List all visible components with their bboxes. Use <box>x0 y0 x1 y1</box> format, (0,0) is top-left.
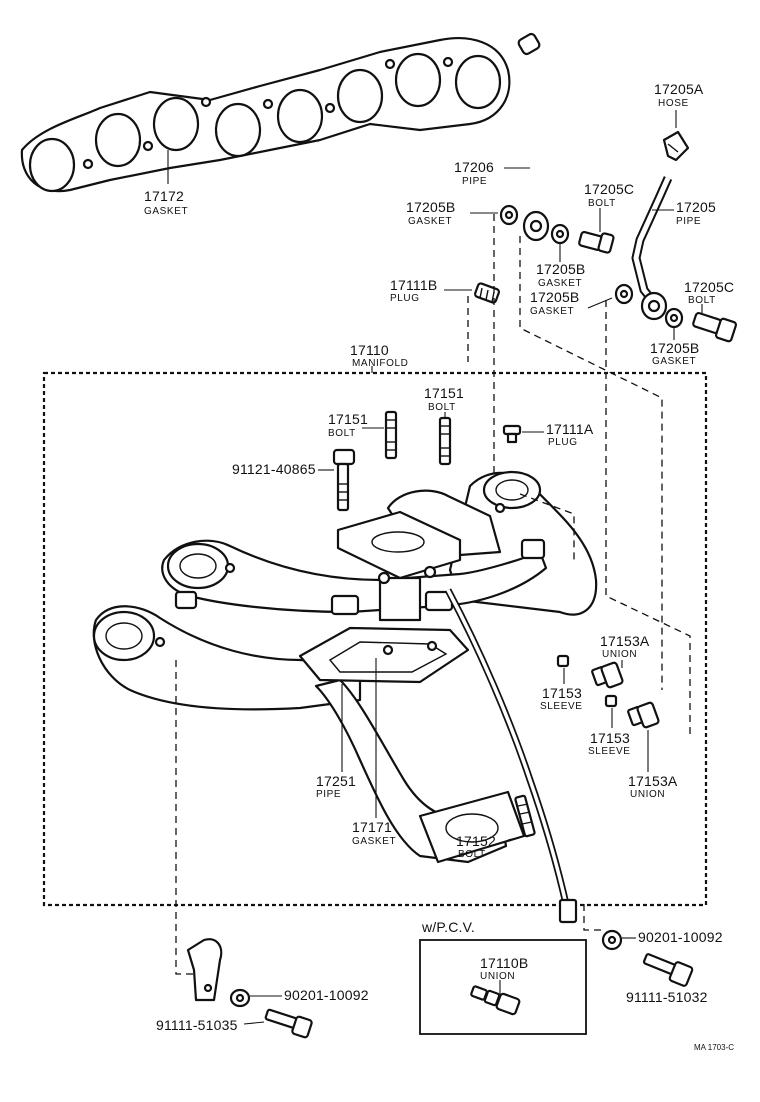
bolt-91121-40865 <box>332 448 356 512</box>
sleeve-17153-a <box>556 654 570 668</box>
dash-route-7 <box>583 904 604 931</box>
pipe-17206 <box>517 32 555 242</box>
label-17205b-1-number: 17205B <box>406 199 455 215</box>
sleeve-17153-b <box>604 694 618 708</box>
union-17153a-a <box>591 661 624 689</box>
bracket-clamp <box>186 938 223 1002</box>
bolt-91111-51035 <box>264 1008 313 1039</box>
label-17151-b-name: BOLT <box>428 402 456 413</box>
label-17205c-2-name: BOLT <box>688 295 716 306</box>
label-17205c-2-number: 17205C <box>684 279 734 295</box>
dash-route-4 <box>605 300 691 738</box>
label-17172-name: GASKET <box>144 206 188 217</box>
stud-bolt-17151-a <box>384 410 398 460</box>
label-17171-number: 17171 <box>352 819 392 835</box>
plug-17111b <box>474 282 500 304</box>
label-17110-name: MANIFOLD <box>352 358 408 369</box>
pcv-caption: w/P.C.V. <box>421 919 475 935</box>
label-17151-a-number: 17151 <box>328 411 368 427</box>
manifold-assembly-box <box>42 371 708 907</box>
label-17172-number: 17172 <box>144 188 184 204</box>
label-17153-1-number: 17153 <box>542 685 582 701</box>
label-17205b-3-name: GASKET <box>530 306 574 317</box>
bolt-91111-51032 <box>642 953 694 987</box>
label-17205b-4-number: 17205B <box>650 340 699 356</box>
label-17110b-name: UNION <box>480 971 515 982</box>
label-17205a-name: HOSE <box>658 98 689 109</box>
label-17171-name: GASKET <box>352 836 396 847</box>
label-17152-number: 17152 <box>456 833 496 849</box>
exhaust-manifold-gasket <box>20 37 511 193</box>
label-17205-number: 17205 <box>676 199 716 215</box>
label-17251-name: PIPE <box>316 789 341 800</box>
label-17111b-number: 17111B <box>390 277 437 293</box>
label-17153a-2-number: 17153A <box>628 773 678 789</box>
label-17153-1-name: SLEEVE <box>540 701 583 712</box>
label-17205-name: PIPE <box>676 216 701 227</box>
label-17205b-4-name: GASKET <box>652 356 696 367</box>
label-17206-name: PIPE <box>462 176 487 187</box>
union-17110b <box>470 985 521 1016</box>
stud-bolt-17152 <box>514 794 536 838</box>
label-17110b-number: 17110B <box>480 955 528 971</box>
stud-bolt-17151-b <box>438 416 452 466</box>
union-17153a-b <box>627 701 660 729</box>
label-17151-b-number: 17151 <box>424 385 464 401</box>
label-90201-2-number: 90201-10092 <box>284 987 369 1003</box>
label-17152-name: BOLT <box>458 849 486 860</box>
plug-17111a <box>502 424 522 444</box>
pipe-17205 <box>631 176 673 321</box>
label-17205b-1-name: GASKET <box>408 216 452 227</box>
pcv-inset-box <box>419 939 587 1035</box>
dash-route-3 <box>519 236 663 690</box>
label-17205b-3-number: 17205B <box>530 289 579 305</box>
pcv-tube <box>444 588 578 924</box>
label-17205c-1-number: 17205C <box>584 181 634 197</box>
label-17151-a-name: BOLT <box>328 428 356 439</box>
label-90201-1-number: 90201-10092 <box>638 929 723 945</box>
leader-17152 <box>507 835 527 841</box>
label-17153-2-name: SLEEVE <box>588 746 631 757</box>
label-17205b-2-number: 17205B <box>536 261 585 277</box>
gasket-hole <box>555 229 565 239</box>
washer-hole <box>235 993 245 1003</box>
leader-17205b-3 <box>587 297 613 309</box>
dash-route-5 <box>519 493 575 560</box>
label-17153a-1-number: 17153A <box>600 633 650 649</box>
leader-91111-2 <box>243 1021 265 1025</box>
label-17110-number: 17110 <box>350 342 389 358</box>
label-17205a-number: 17205A <box>654 81 704 97</box>
gasket-hole <box>504 210 514 220</box>
label-91111-2-number: 91111-51035 <box>156 1017 238 1033</box>
label-17251-number: 17251 <box>316 773 356 789</box>
gasket-hole <box>619 289 629 299</box>
label-91121-number: 91121-40865 <box>232 461 316 477</box>
label-17206-number: 17206 <box>454 159 494 175</box>
gasket-hole <box>669 313 679 323</box>
washer-hole <box>607 935 617 945</box>
label-17111a-number: 17111A <box>546 421 594 437</box>
label-17205c-1-name: BOLT <box>588 198 616 209</box>
label-17153a-2-name: UNION <box>630 789 665 800</box>
label-91111-1-number: 91111-51032 <box>626 989 708 1005</box>
label-17111b-name: PLUG <box>390 293 420 304</box>
label-17205b-2-name: GASKET <box>538 278 582 289</box>
label-17153a-1-name: UNION <box>602 649 637 660</box>
label-17111a-name: PLUG <box>548 437 578 448</box>
hose-17205a <box>662 130 690 162</box>
union-bolt-17205c-b <box>692 312 738 343</box>
dash-route-6 <box>175 660 196 975</box>
union-bolt-17205c-a <box>578 230 615 254</box>
catalog-code: MA 1703-C <box>694 1043 734 1052</box>
label-17153-2-number: 17153 <box>590 730 630 746</box>
